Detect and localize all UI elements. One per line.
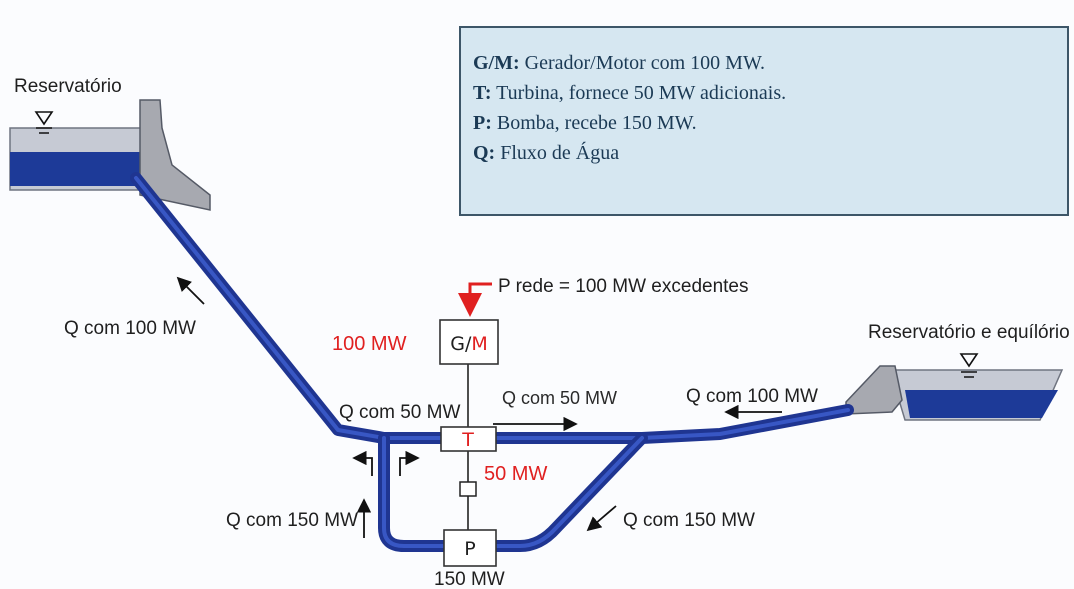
flow-label-150-right: Q com 150 MW <box>623 510 755 531</box>
lower-reservoir-label: Reservatório e equílório <box>868 322 1070 343</box>
grid-power-label: P rede = 100 MW excedentes <box>498 276 749 297</box>
flow-arrows <box>176 276 782 538</box>
legend-text: Bomba, recebe 150 MW. <box>491 112 697 134</box>
gm-power-label: 100 MW <box>332 333 407 355</box>
generator-motor-box: G/M <box>439 319 499 365</box>
pump-power-label: 150 MW <box>434 569 505 589</box>
arrow-turn-left <box>352 450 373 476</box>
legend-line-q: Q: Fluxo de Água <box>473 138 1067 168</box>
gm-g-text: G/ <box>450 333 472 355</box>
legend-line-t: T: Turbina, fornece 50 MW adicionais. <box>473 78 1067 108</box>
grid-input-arrow <box>458 282 492 317</box>
flow-label-50-right: Q com 50 MW <box>502 388 617 408</box>
legend-key: T: <box>473 82 492 104</box>
arrow-up-penstock <box>176 276 205 305</box>
legend-key: P: <box>473 112 492 134</box>
turbine-box: T <box>440 426 497 452</box>
upper-reservoir <box>9 99 211 211</box>
upper-water-level-icon <box>34 111 54 134</box>
flow-label-100-left: Q com 100 MW <box>64 318 196 339</box>
flow-label-100-right: Q com 100 MW <box>686 386 818 407</box>
lower-water-level-icon <box>959 353 979 378</box>
pump-text: P <box>464 538 475 560</box>
legend-text: Gerador/Motor com 100 MW. <box>519 52 765 74</box>
arrow-down-right-branch <box>586 505 617 532</box>
arrow-turn-right <box>399 450 420 476</box>
flow-label-150-left: Q com 150 MW <box>226 510 358 531</box>
legend-key: G/M: <box>473 52 520 74</box>
legend-line-p: P: Bomba, recebe 150 MW. <box>473 108 1067 138</box>
lower-dam <box>845 365 903 415</box>
legend-key: Q: <box>473 142 496 164</box>
coupling-box <box>459 481 477 497</box>
lower-reservoir <box>845 353 1064 421</box>
legend-box: G/M: Gerador/Motor com 100 MW. T: Turbin… <box>459 26 1069 216</box>
flow-label-50-left: Q com 50 MW <box>339 402 460 423</box>
upper-reservoir-label: Reservatório <box>14 76 122 97</box>
legend-text: Turbina, fornece 50 MW adicionais. <box>491 82 787 104</box>
legend-line-gm: G/M: Gerador/Motor com 100 MW. <box>473 48 1067 78</box>
svg-text:G/M: G/M <box>450 333 488 355</box>
pump-box: P <box>443 529 497 567</box>
legend-text: Fluxo de Água <box>495 142 620 164</box>
turbine-text: T <box>461 429 474 451</box>
turbine-power-label: 50 MW <box>484 463 547 485</box>
gm-m-text: M <box>471 333 487 355</box>
